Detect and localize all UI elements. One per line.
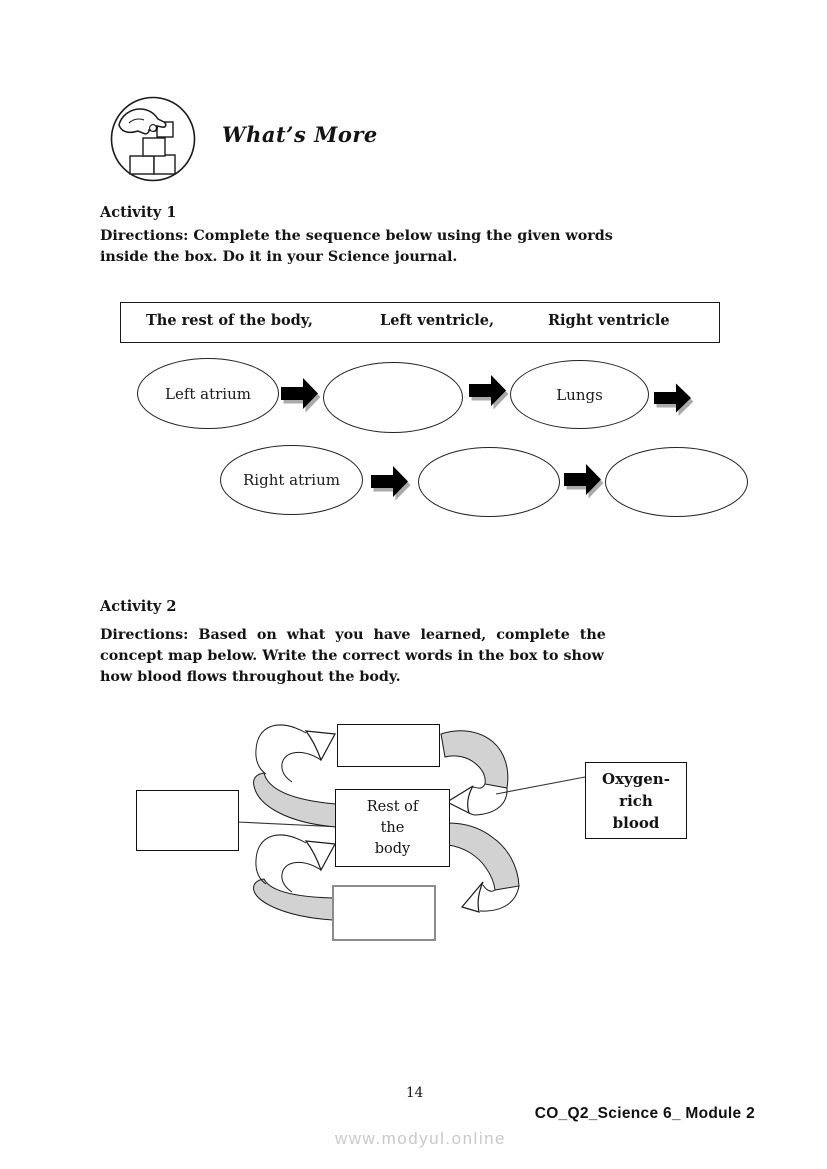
right-arrow-icon	[654, 383, 694, 416]
oxygen-rich-blood-box: Oxygen- rich blood	[585, 762, 687, 839]
word-bank-item: Left ventricle,	[380, 312, 495, 329]
page-title: What’s More	[222, 122, 378, 147]
sequence-node-blank-2	[418, 447, 560, 517]
word-bank-item: The rest of the body,	[146, 312, 313, 329]
node-label: Right atrium	[243, 471, 340, 489]
concept-box-bottom-blank	[332, 885, 436, 941]
curved-arrow-lower-right	[447, 822, 520, 913]
right-arrow-icon	[469, 375, 509, 410]
module-id: CO_Q2_Science 6_ Module 2	[534, 1105, 755, 1122]
activity1-heading: Activity 1	[100, 204, 177, 221]
sequence-node-blank-1	[323, 362, 463, 433]
concept-box-rest-of-body: Rest of the body	[335, 789, 450, 867]
right-arrow-icon	[281, 378, 321, 413]
activity1-directions: Directions: Complete the sequence below …	[100, 228, 613, 265]
curved-arrow-lower-left	[253, 834, 336, 921]
node-label: Left atrium	[164, 384, 251, 403]
activity2-directions: Directions: Based on what you have learn…	[100, 627, 606, 685]
sequence-node-lungs: Lungs	[510, 360, 649, 429]
right-arrow-icon	[371, 466, 411, 501]
word-bank-item: Right ventricle	[548, 312, 670, 329]
node-label: Lungs	[556, 385, 603, 404]
concept-box-top-blank	[337, 724, 440, 767]
page-number: 14	[406, 1085, 424, 1101]
curved-arrow-upper-right	[440, 730, 509, 816]
concept-box-left-blank	[136, 790, 239, 851]
concept-box-label: Rest of the body	[366, 798, 419, 857]
word-bank-box: The rest of the body, Left ventricle, Ri…	[120, 302, 720, 343]
connector-line	[495, 776, 586, 795]
right-arrow-icon	[564, 464, 604, 499]
hand-stacking-blocks-icon	[110, 96, 196, 182]
sequence-node-blank-3	[605, 447, 748, 517]
curved-arrow-upper-left	[253, 724, 337, 828]
sequence-node-left-atrium: Left atrium	[137, 358, 279, 429]
concept-map-arrows	[236, 724, 586, 921]
concept-box-label: Oxygen- rich blood	[602, 769, 670, 832]
sequence-node-right-atrium: Right atrium	[220, 445, 363, 515]
watermark: www.modyul.online	[335, 1129, 507, 1148]
activity2-heading: Activity 2	[100, 598, 177, 615]
